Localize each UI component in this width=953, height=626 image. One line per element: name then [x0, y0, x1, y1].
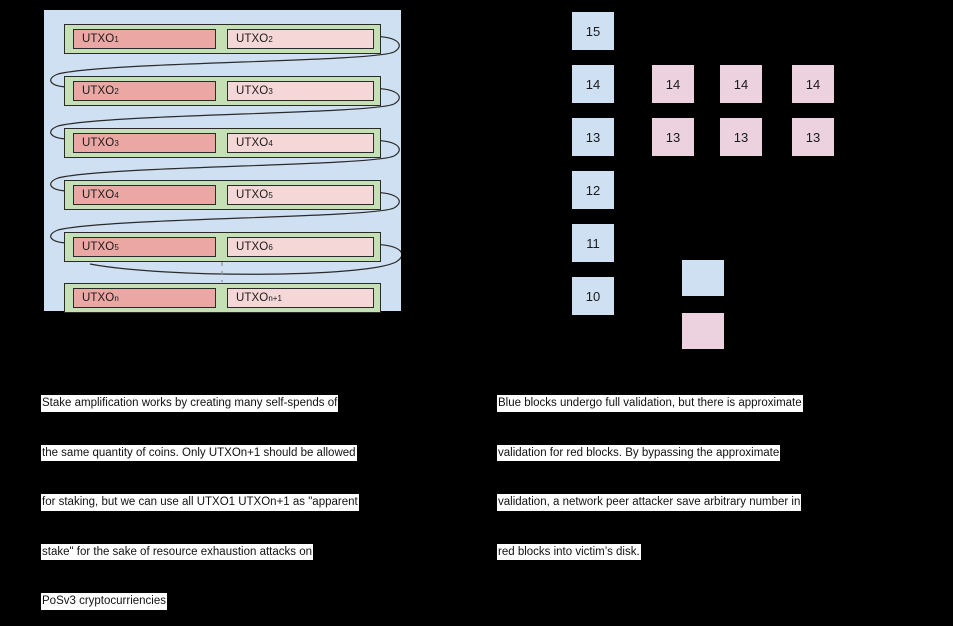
- legend-swatch-blue: [682, 260, 724, 296]
- legend-swatch-pink: [682, 313, 724, 349]
- utxo-label: UTXO: [236, 85, 269, 97]
- block-validation-figure: 15 14 13 12 11 10 14 14 14 13 13 13: [499, 10, 859, 355]
- utxo-label: UTXO: [82, 33, 115, 45]
- block-fork-13-c: 13: [792, 118, 834, 156]
- block-main-14: 14: [572, 65, 614, 103]
- utxo-subscript: 3: [268, 86, 273, 96]
- block-fork-14-b: 14: [720, 65, 762, 103]
- caption-right: Blue blocks undergo full validation, but…: [497, 362, 862, 577]
- utxo-subscript: 5: [268, 190, 273, 200]
- caption-left-line: the same quantity of coins. Only UTXOn+1…: [41, 444, 357, 461]
- block-main-13: 13: [572, 118, 614, 156]
- utxo-subscript: 6: [268, 242, 273, 252]
- caption-left-line: Stake amplification works by creating ma…: [41, 395, 339, 412]
- self-spend-arc-layer: [50, 35, 401, 282]
- utxo-label: UTXO: [82, 189, 115, 201]
- utxo-subscript: 4: [268, 138, 273, 148]
- utxo-label: UTXO: [82, 137, 115, 149]
- caption-left-line: for staking, but we can use all UTXO1 UT…: [41, 494, 359, 511]
- utxo-subscript: 2: [114, 86, 119, 96]
- block-main-10: 10: [572, 277, 614, 315]
- caption-right-line: red blocks into victim’s disk.: [497, 543, 641, 560]
- caption-right-line: Blue blocks undergo full validation, but…: [497, 395, 803, 412]
- caption-left-line: PoSv3 cryptocurriencies: [41, 593, 167, 610]
- utxo-label: UTXO: [82, 85, 115, 97]
- utxo-subscript: 1: [114, 34, 119, 44]
- caption-left-line: stake" for the sake of resource exhausti…: [41, 543, 314, 560]
- block-fork-14-a: 14: [652, 65, 694, 103]
- utxo-label: UTXO: [82, 241, 115, 253]
- block-main-12: 12: [572, 171, 614, 209]
- caption-left: Stake amplification works by creating ma…: [41, 362, 401, 626]
- caption-right-line: validation, a network peer attacker save…: [497, 494, 802, 511]
- block-fork-13-a: 13: [652, 118, 694, 156]
- utxo-subscript: 5: [114, 242, 119, 252]
- block-fork-14-c: 14: [792, 65, 834, 103]
- utxo-label: UTXO: [82, 292, 115, 304]
- block-main-15: 15: [572, 12, 614, 50]
- caption-right-line: validation for red blocks. By bypassing …: [497, 444, 781, 461]
- block-main-11: 11: [572, 224, 614, 262]
- utxo-subscript: 3: [114, 138, 119, 148]
- block-fork-13-b: 13: [720, 118, 762, 156]
- utxo-label: UTXO: [236, 189, 269, 201]
- utxo-label: UTXO: [236, 33, 269, 45]
- utxo-subscript: 2: [268, 34, 273, 44]
- utxo-subscript: n+1: [268, 293, 282, 303]
- utxo-subscript: n: [114, 293, 119, 303]
- utxo-subscript: 4: [114, 190, 119, 200]
- utxo-label: UTXO: [236, 137, 269, 149]
- utxo-label: UTXO: [236, 292, 269, 304]
- utxo-label: UTXO: [236, 241, 269, 253]
